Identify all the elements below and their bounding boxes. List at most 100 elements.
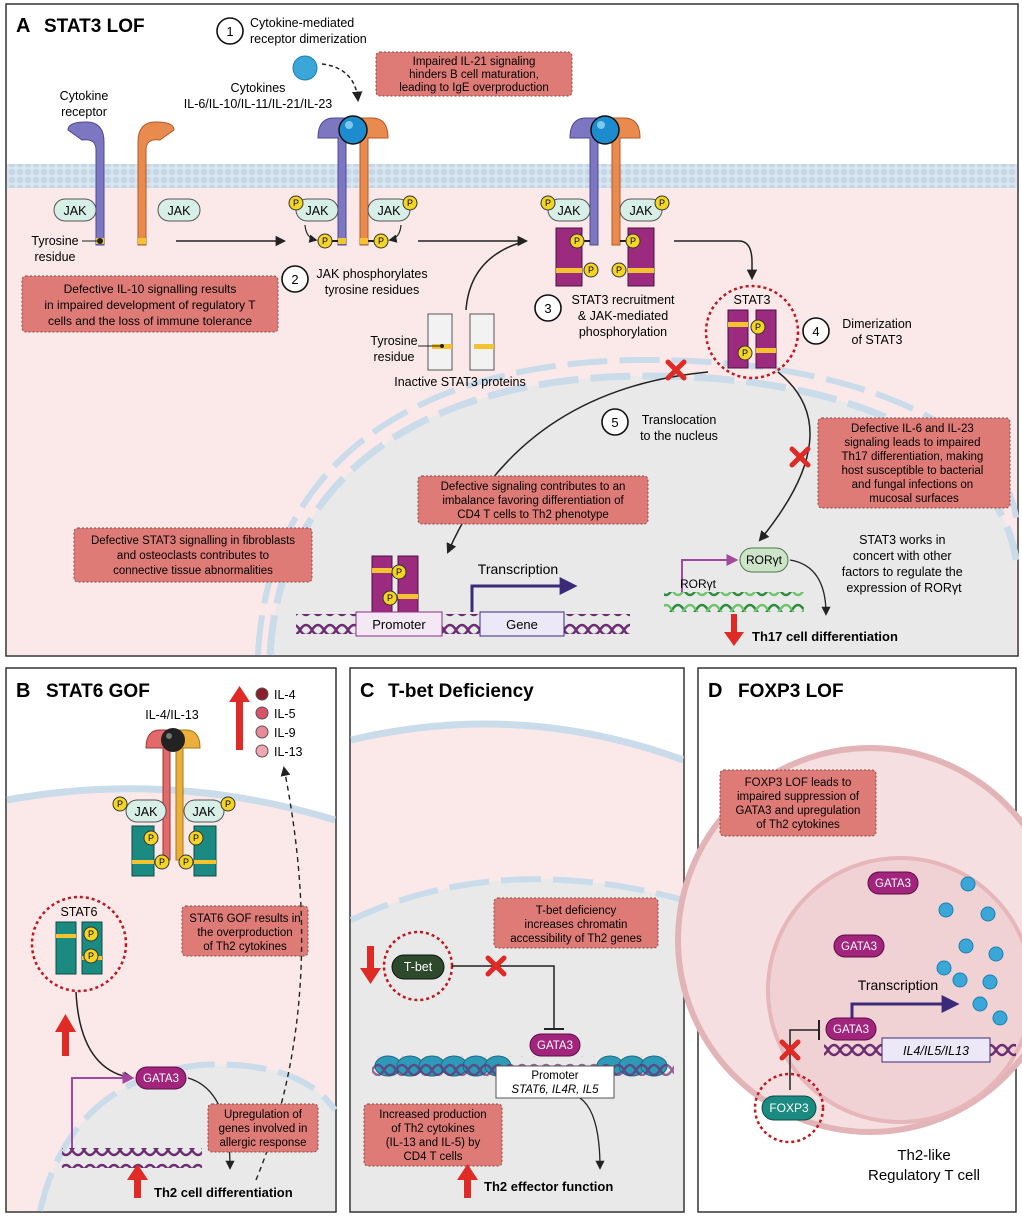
panel-b: B STAT6 GOF IL-4/IL-13 JAK JAK P P P P P…: [5, 667, 338, 1213]
svg-text:P: P: [545, 198, 551, 208]
svg-text:P: P: [588, 265, 594, 275]
svg-text:P: P: [755, 322, 761, 332]
inhibition-x-1: [665, 359, 687, 381]
svg-text:P: P: [322, 236, 328, 246]
panel-c-letter: C: [360, 680, 374, 702]
panel-d-title: FOXP3 LOF: [738, 681, 844, 702]
step-1-badge: [216, 17, 244, 45]
phospho-groups-b: P P P P P P: [112, 796, 236, 870]
note-th2-imbalance: [417, 475, 649, 525]
svg-text:P: P: [742, 348, 748, 358]
note-fibroblast: [73, 527, 313, 583]
gata3-label-d1: GATA3: [875, 878, 911, 890]
jak-right-1: [157, 198, 201, 222]
note-il10: [21, 275, 279, 333]
tbet-label: T-bet: [404, 960, 433, 974]
roryt-regulation-arrow: [789, 559, 831, 616]
transcription-arrow-a: [470, 577, 578, 612]
cytokine-binding-arrow: [321, 63, 363, 103]
cell-membrane: [7, 164, 1017, 188]
stat6-dimer-highlight: [30, 895, 128, 993]
note-il6-text: Defective IL-6 and IL-23 signaling leads…: [841, 423, 986, 505]
tyrosine-dot: [97, 238, 103, 244]
stat3-dimer: P P: [727, 309, 777, 369]
note-il6: [817, 417, 1011, 509]
gata3-protein-b: [135, 1066, 187, 1090]
inactive-stat3: [418, 313, 495, 371]
gata3-protein-d1: [867, 871, 919, 895]
cytokine-ball: [292, 55, 318, 81]
gene-label: Gene: [506, 617, 538, 632]
step-3-badge: [534, 294, 562, 322]
panel-b-letter: B: [16, 680, 30, 702]
jak-left-1: [53, 198, 97, 222]
promoter-box-c: [495, 1065, 615, 1099]
svg-text:P: P: [407, 198, 413, 208]
foxp3-label: FOXP3: [769, 1101, 809, 1115]
panel-c: C T-bet Deficiency T-bet T-bet deficienc…: [349, 667, 685, 1213]
jak-right-b: [183, 799, 225, 823]
svg-text:P: P: [387, 593, 393, 603]
transcription-label-d: Transcription: [858, 977, 938, 993]
panel-c-title: T-bet Deficiency: [388, 681, 534, 702]
svg-text:P: P: [117, 799, 123, 809]
roryt-gene-label: RORγt: [680, 577, 717, 591]
il4-receptor: [145, 728, 201, 861]
arrow-3-to-4: [674, 240, 758, 281]
dna-strand-roryt: [664, 592, 804, 612]
genes-label-d: IL4/IL5/IL13: [903, 1044, 969, 1058]
svg-text:P: P: [574, 236, 580, 246]
svg-text:P: P: [88, 929, 94, 939]
il4-label: IL-4: [274, 688, 296, 702]
svg-text:P: P: [659, 198, 665, 208]
note-stat6-gof: [181, 905, 309, 957]
roryt-promoter-arrow: [681, 554, 739, 592]
svg-text:P: P: [293, 198, 299, 208]
dna-strand-b: [62, 1148, 202, 1168]
stat6-up-arrow: [55, 1014, 76, 1056]
panel-d-letter: D: [708, 680, 722, 702]
promoter-box: [355, 611, 443, 637]
il13-dot: [255, 744, 269, 758]
step-3-number: 3: [544, 301, 551, 316]
svg-text:P: P: [148, 833, 154, 843]
th2-diff-label: Th2 cell differentiation: [154, 1185, 293, 1200]
jak-label: JAK: [378, 204, 402, 218]
inhibition-x-c: [485, 955, 507, 977]
jak-label: JAK: [64, 204, 88, 218]
phospho-groups-3: P P P P P P: [540, 195, 670, 278]
jak-label-b: JAK: [135, 805, 159, 819]
il4-dot: [255, 687, 269, 701]
phospho-groups-2: P P P P: [288, 195, 418, 249]
transcription-label-a: Transcription: [478, 561, 558, 577]
step-5-number: 5: [611, 415, 618, 430]
effector-up-arrow: [457, 1164, 478, 1198]
stat3-recruit-arrow: [465, 240, 527, 311]
jak-left-b: [125, 799, 167, 823]
jak-label-b: JAK: [193, 805, 217, 819]
roryt-protein: [739, 547, 789, 573]
roryt-protein-label: RORγt: [746, 553, 783, 567]
stat3-dimer-highlight: [704, 284, 800, 380]
gata3-label-d2: GATA3: [841, 941, 877, 953]
jak-label: JAK: [558, 204, 582, 218]
svg-text:P: P: [630, 236, 636, 246]
th2-up-arrow: [127, 1164, 148, 1198]
panel-b-title: STAT6 GOF: [46, 681, 150, 702]
note-tbet: [493, 897, 659, 949]
step-4-number: 4: [812, 324, 819, 339]
jak-label: JAK: [306, 204, 330, 218]
